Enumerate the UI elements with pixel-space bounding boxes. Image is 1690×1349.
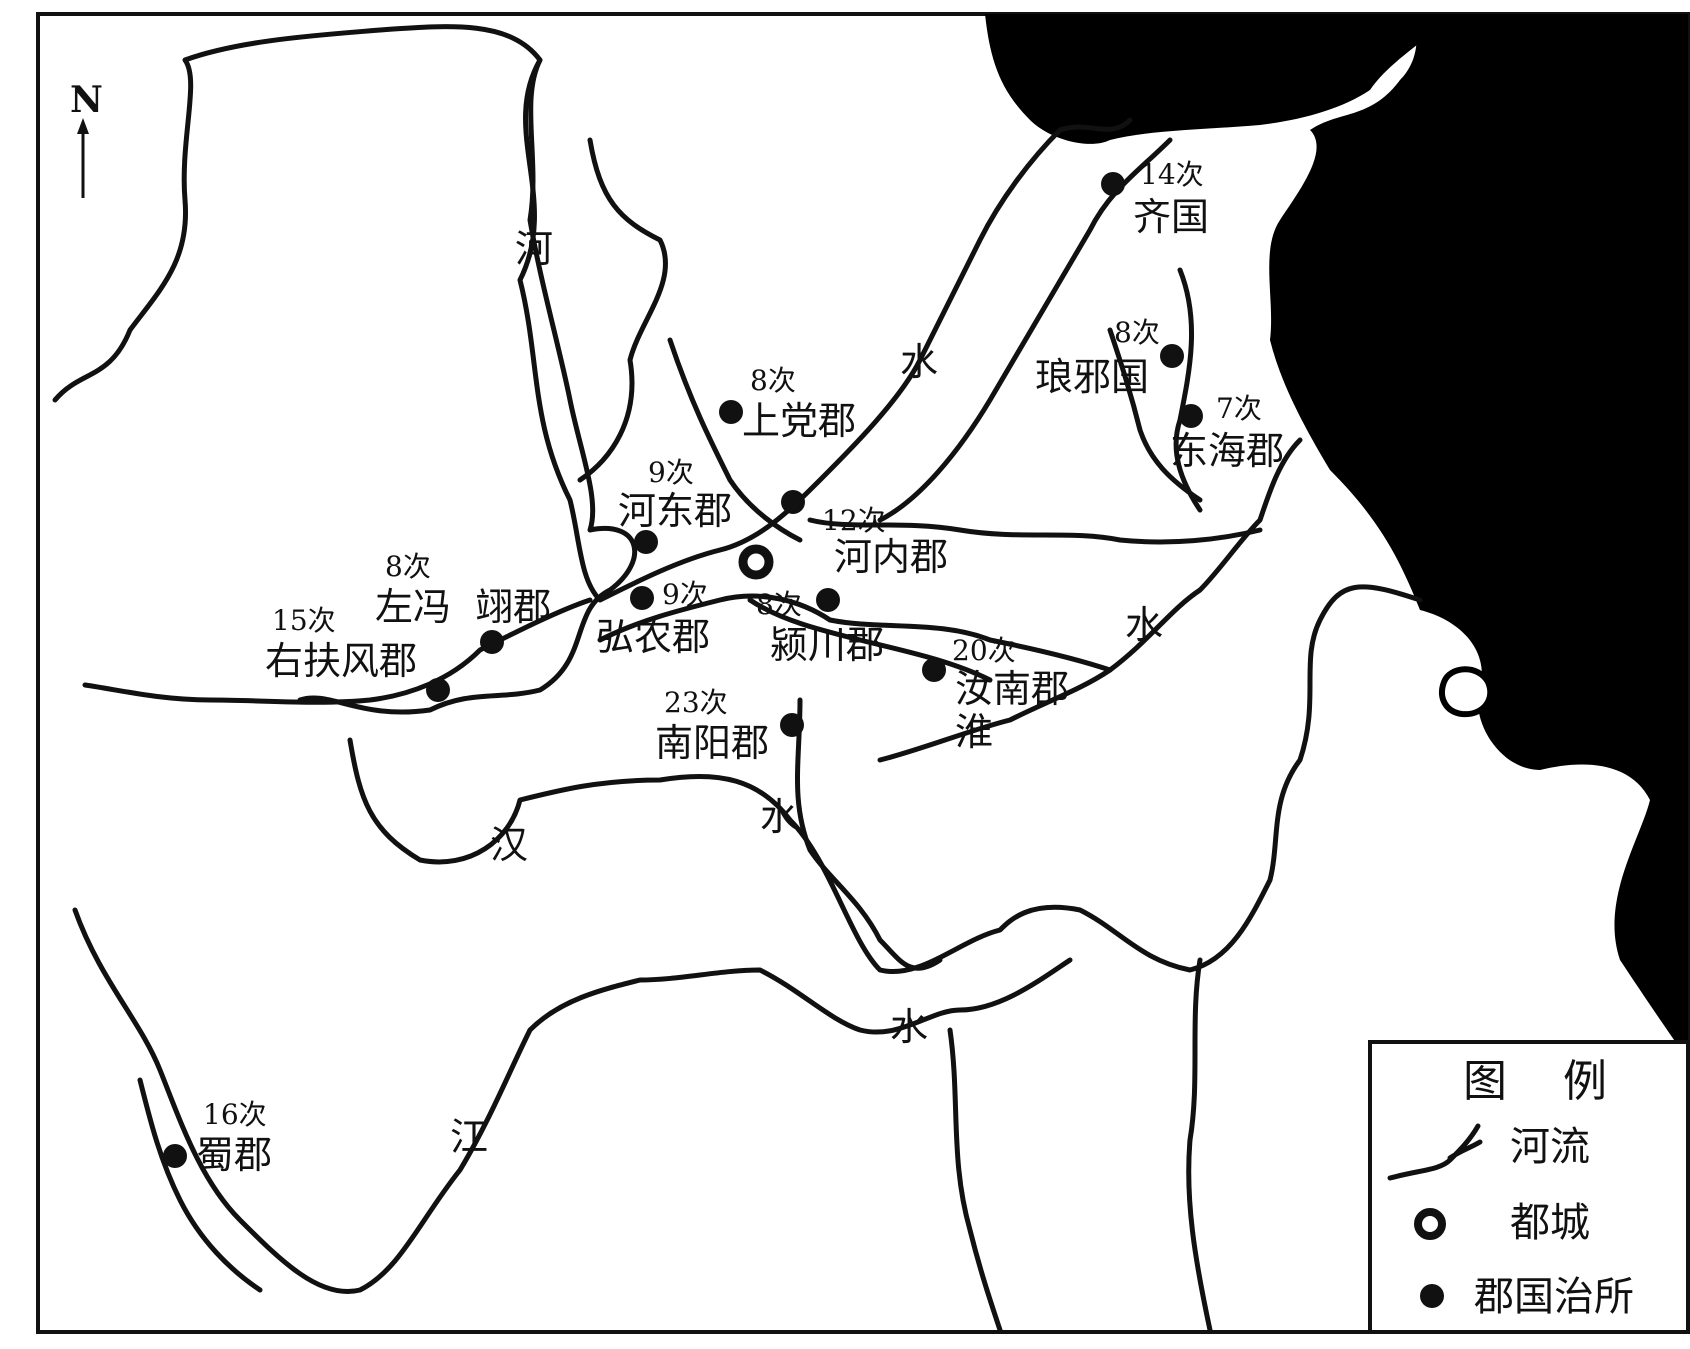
river-label-he: 河 (515, 227, 553, 271)
river-ying (747, 597, 993, 683)
capital-marker (738, 544, 774, 580)
place-count-langya: 8次 (1114, 316, 1160, 349)
north-arrow-label: N (70, 79, 103, 121)
river-label-huai-shui: 水 (1125, 603, 1163, 647)
river-huang-lower (807, 517, 1263, 545)
legend-box (1368, 1040, 1690, 1334)
river-label-huang-shui: 水 (900, 340, 938, 384)
seat-marker-henei (781, 490, 805, 514)
legend-title: 图 例 (1463, 1056, 1607, 1107)
sea-east (1269, 14, 1688, 1060)
legend-seat-label: 郡国治所 (1474, 1274, 1634, 1320)
river-yi (1107, 327, 1203, 503)
place-count-hongnong: 9次 (662, 578, 708, 611)
river-label-jiang-shui: 水 (890, 1005, 928, 1049)
place-name-hedong: 河东郡 (618, 489, 732, 533)
seat-marker-runan (922, 658, 946, 682)
river-label-huai: 淮 (955, 710, 993, 754)
river-fen (667, 337, 803, 543)
seat-marker-youfufeng (426, 678, 450, 702)
ridge-outline (577, 137, 668, 483)
place-count-youfufeng: 15次 (272, 604, 336, 637)
place-name-runan: 汝南郡 (955, 667, 1069, 711)
legend-capital-label: 都城 (1510, 1200, 1590, 1246)
place-count-donghai: 7次 (1216, 392, 1262, 425)
river-yuan (947, 1027, 1003, 1333)
legend: 图 例 河流 都城 郡国治所 (1368, 1040, 1690, 1334)
river-huang (517, 57, 1133, 603)
legend-river-label: 河流 (1510, 1124, 1590, 1170)
seat-marker-zuopingyi (480, 630, 504, 654)
place-count-zuopingyi: 8次 (385, 550, 431, 583)
place-count-yingchuan: 8次 (756, 588, 802, 621)
river-jiang (72, 907, 1073, 1294)
legend-river-symbol (1387, 1123, 1483, 1181)
place-count-nanyang: 23次 (664, 686, 728, 719)
place-count-hedong: 9次 (648, 456, 694, 489)
river-wei (82, 597, 593, 705)
seat-marker-shu (163, 1144, 187, 1168)
place-name-zuopingyi: 左冯 翊郡 (375, 585, 551, 629)
place-name-yingchuan: 颍川郡 (770, 623, 884, 667)
place-name-langya: 琅邪国 (1035, 355, 1149, 399)
place-name-nanyang: 南阳郡 (655, 721, 769, 765)
place-count-henei: 12次 (822, 504, 886, 537)
island (1439, 666, 1494, 718)
place-name-henei: 河内郡 (834, 535, 948, 579)
legend-seat-symbol (1420, 1284, 1444, 1308)
place-count-shangdang: 8次 (750, 364, 796, 397)
sea-bohai (985, 14, 1450, 144)
seat-marker-nanyang (780, 713, 804, 737)
seat-marker-hedong (634, 530, 658, 554)
place-name-hongnong: 弘农郡 (596, 615, 710, 659)
place-name-shangdang: 上党郡 (742, 399, 856, 443)
place-count-qi: 14次 (1140, 158, 1204, 191)
place-name-qi: 齐国 (1133, 195, 1209, 239)
seat-marker-langya (1160, 344, 1184, 368)
legend-capital-symbol (1414, 1208, 1446, 1240)
seat-marker-qi (1101, 172, 1125, 196)
seat-marker-hongnong (630, 586, 654, 610)
seat-marker-shangdang (719, 400, 743, 424)
place-count-runan: 20次 (952, 634, 1016, 667)
place-name-donghai: 东海郡 (1170, 429, 1284, 473)
place-count-shu: 16次 (203, 1098, 267, 1131)
river-label-han-shui: 水 (760, 795, 798, 839)
river-gan (1186, 957, 1213, 1333)
river-huai (877, 437, 1303, 763)
southern-hills (347, 584, 1423, 975)
river-min (137, 1077, 263, 1293)
river-luo (597, 593, 1113, 673)
seat-marker-yingchuan (816, 588, 840, 612)
north-arrow: N (70, 79, 103, 198)
seat-marker-donghai (1179, 404, 1203, 428)
place-name-youfufeng: 右扶风郡 (265, 639, 417, 683)
river-label-han: 汉 (490, 823, 528, 867)
river-han (795, 697, 943, 971)
river-label-jiang: 江 (450, 1115, 488, 1159)
place-name-shu: 蜀郡 (196, 1133, 272, 1177)
